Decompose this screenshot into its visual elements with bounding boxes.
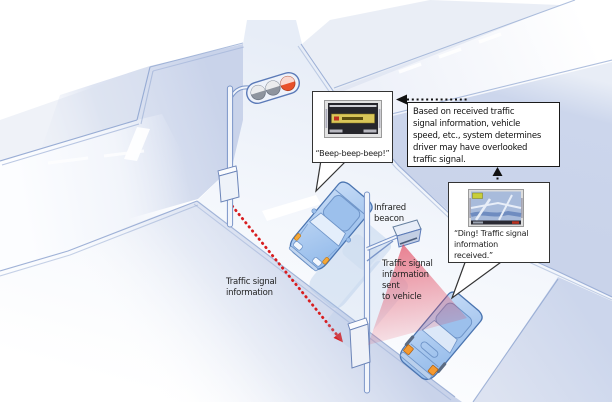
arrow-up-icon [492,167,503,176]
infrared-beacon-pole [347,191,422,394]
dotted-arrow-left [396,94,468,105]
stop-line [262,195,321,221]
info-box: Based on received traffic signal informa… [407,102,560,167]
speech-bubble-warning: “Beep-beep-beep!” [312,91,393,163]
block-sw [0,201,462,402]
block-northwest-wash [0,66,150,162]
speech-bubble-received: “Ding! Traffic signal information receiv… [448,182,550,263]
infrared-beacon-head [392,219,422,248]
traffic-light-head [246,71,300,105]
arrow-left-icon [396,94,407,105]
info-box-line: Based on received traffic [413,107,515,117]
red-arrowhead-icon [333,332,343,343]
info-box-line: signal information, vehicle [413,119,521,129]
signal-controller-box [217,165,240,203]
block-se [473,277,612,402]
red-dotted-arrow [227,200,343,343]
bubble-warning-text: “Beep-beep-beep!” [315,149,390,158]
beacon-receiver-box [347,317,371,369]
label-infrared-beacon: Infrared beacon [374,203,406,224]
block-north-wedge [302,0,560,94]
info-box-line: traffic signal. [413,155,466,165]
label-signal-sent: Traffic signal information sent to vehic… [382,259,433,302]
info-box-line: driver may have overlooked [413,143,528,153]
car-approaching [288,181,373,272]
ne-lane-dashes [398,32,502,74]
lane-dash [47,149,145,165]
traffic-light-pole [217,71,300,228]
ne-road [334,0,612,121]
road-markings [47,32,502,221]
info-box-line: speed, etc., system determines [413,131,542,141]
label-signal-info: Traffic signal information [226,277,277,298]
left-road [0,114,205,272]
infrared-beam [368,244,467,345]
bubble-received-text: “Ding! Traffic signal information receiv… [454,229,529,260]
